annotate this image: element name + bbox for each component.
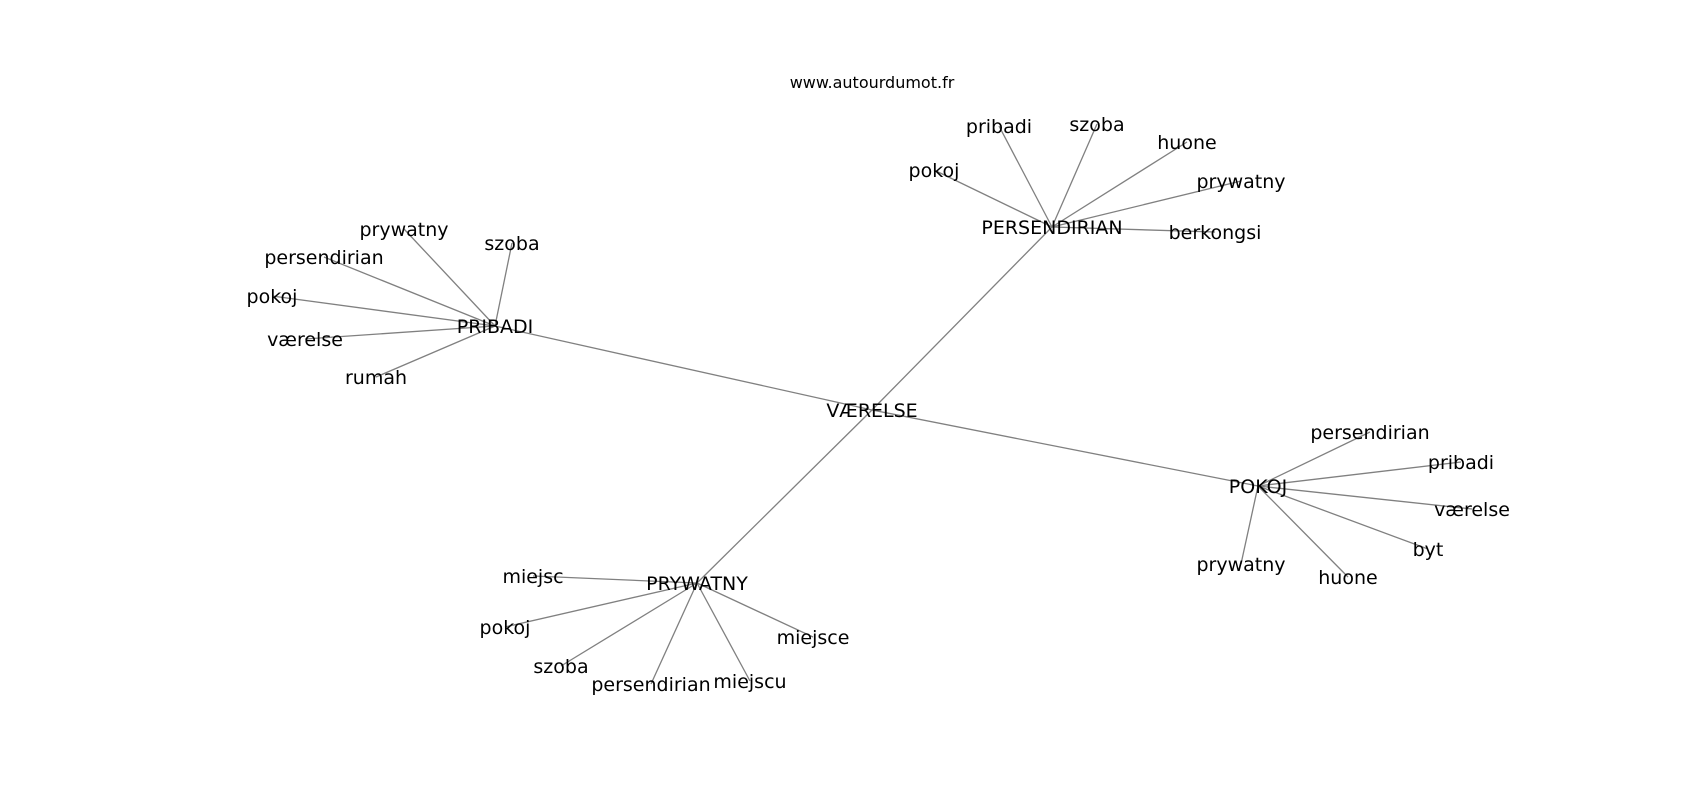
edge-hub-to-leaf — [1051, 123, 1098, 228]
edge-hub-to-leaf — [560, 582, 698, 667]
edge-hub-to-leaf — [323, 256, 496, 327]
leaf-node-label[interactable]: prywatny — [359, 219, 448, 241]
leaf-node-label[interactable]: pribadi — [966, 116, 1032, 138]
leaf-node-label[interactable]: pokoj — [909, 160, 960, 182]
edge-hub-to-leaf — [494, 242, 513, 327]
edge-hub-to-leaf — [532, 575, 698, 584]
hub-node-label[interactable]: PRIBADI — [457, 316, 534, 338]
edge-hub-to-leaf — [696, 582, 814, 638]
edge-hub-to-leaf — [1051, 141, 1188, 228]
edge-hub-to-leaf — [1240, 485, 1259, 565]
leaf-node-label[interactable]: persendirian — [264, 247, 383, 269]
graph-labels: www.autourdumot.fr VÆRELSE PRIBADI prywatn… — [247, 73, 1510, 696]
edge-center-to-hub — [871, 226, 1053, 411]
edge-hub-to-leaf — [1051, 180, 1242, 228]
edge-hub-to-leaf — [1257, 485, 1473, 510]
graph-edges — [271, 123, 1473, 685]
edge-hub-to-leaf — [1257, 485, 1349, 578]
edge-center-to-hub — [494, 325, 873, 411]
leaf-node-label[interactable]: szoba — [533, 656, 588, 678]
leaf-node-label[interactable]: szoba — [1069, 114, 1124, 136]
edge-hub-to-leaf — [403, 228, 496, 327]
leaf-node-label[interactable]: huone — [1157, 132, 1216, 154]
watermark: www.autourdumot.fr — [790, 73, 955, 92]
leaf-node-label[interactable]: huone — [1318, 567, 1377, 589]
edge-hub-to-leaf — [1051, 226, 1216, 233]
leaf-node-label[interactable]: berkongsi — [1169, 222, 1262, 244]
leaf-node-label[interactable]: szoba — [484, 233, 539, 255]
center-node-label[interactable]: VÆRELSE — [826, 400, 917, 422]
edge-hub-to-leaf — [933, 169, 1053, 228]
leaf-node-label[interactable]: pribadi — [1428, 452, 1494, 474]
hub-node-label[interactable]: PRYWATNY — [646, 573, 748, 595]
edge-hub-to-leaf — [304, 325, 496, 340]
leaf-node-label[interactable]: miejscu — [713, 671, 786, 693]
edge-hub-to-leaf — [998, 125, 1053, 228]
leaf-node-label[interactable]: miejsc — [502, 566, 563, 588]
leaf-node-label[interactable]: værelse — [1434, 499, 1510, 521]
leaf-node-label[interactable]: byt — [1413, 539, 1444, 561]
edge-hub-to-leaf — [504, 582, 698, 628]
edge-hub-to-leaf — [1257, 431, 1371, 487]
edge-hub-to-leaf — [696, 582, 751, 682]
edge-hub-to-leaf — [1257, 485, 1429, 550]
leaf-node-label[interactable]: værelse — [267, 329, 343, 351]
leaf-node-label[interactable]: miejsce — [777, 627, 850, 649]
edge-hub-to-leaf — [271, 295, 496, 327]
edge-hub-to-leaf — [1257, 461, 1462, 487]
leaf-node-label[interactable]: prywatny — [1196, 171, 1285, 193]
leaf-node-label[interactable]: pokoj — [480, 617, 531, 639]
edge-center-to-hub — [871, 409, 1259, 487]
leaf-node-label[interactable]: rumah — [345, 367, 407, 389]
edge-hub-to-leaf — [650, 582, 698, 685]
edge-center-to-hub — [696, 409, 873, 584]
leaf-node-label[interactable]: prywatny — [1196, 554, 1285, 576]
leaf-node-label[interactable]: persendirian — [591, 674, 710, 696]
leaf-node-label[interactable]: persendirian — [1310, 422, 1429, 444]
edge-hub-to-leaf — [375, 325, 496, 378]
leaf-node-label[interactable]: pokoj — [247, 286, 298, 308]
hub-node-label[interactable]: PERSENDIRIAN — [981, 217, 1122, 239]
hub-node-label[interactable]: POKOJ — [1229, 476, 1287, 498]
